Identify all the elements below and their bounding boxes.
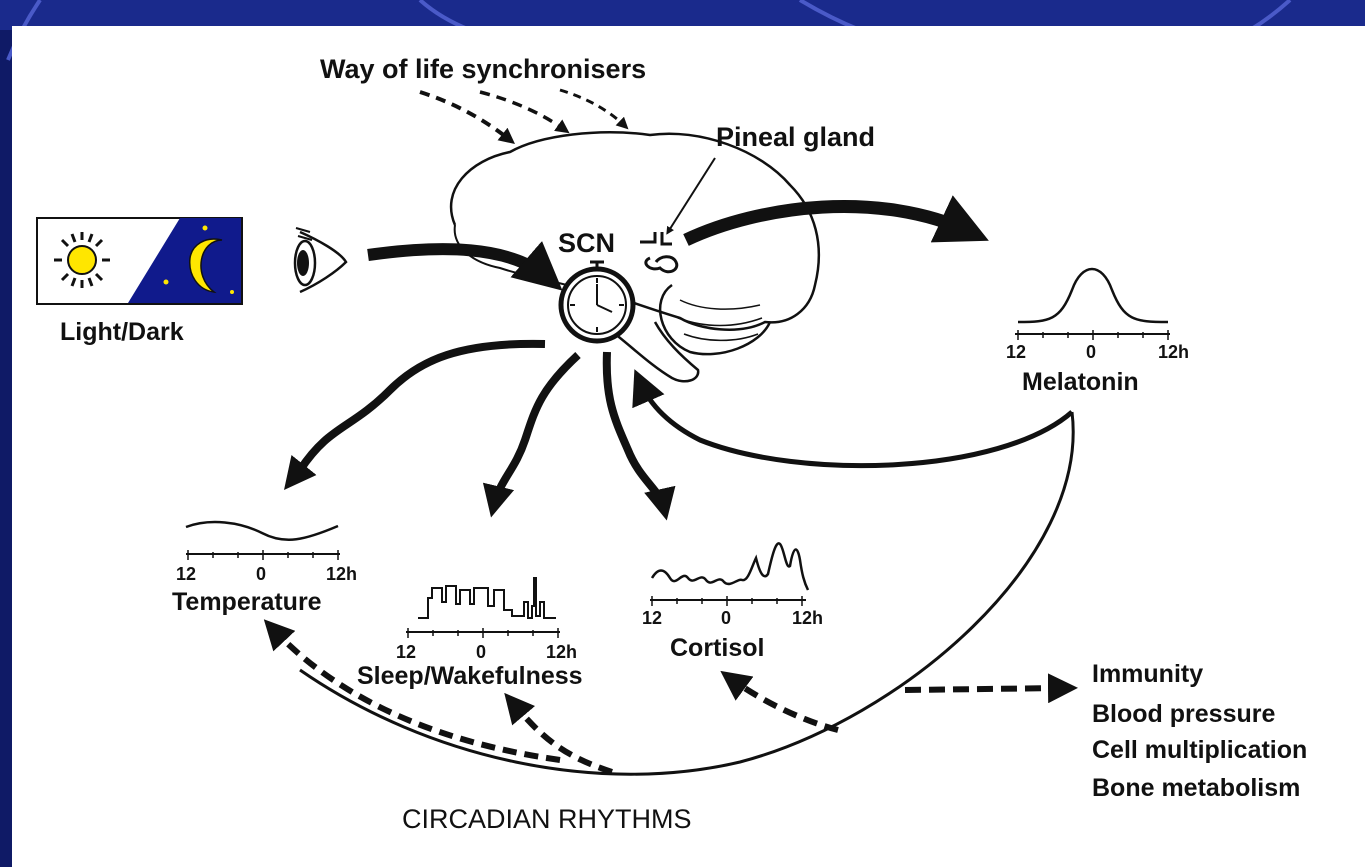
- melatonin-tick-left: 12: [1006, 342, 1026, 362]
- effect-item: Cell multiplication: [1092, 736, 1307, 764]
- temperature-label: Temperature: [172, 588, 322, 616]
- slide-top-band: [0, 0, 1365, 30]
- temperature-tick-mid: 0: [256, 564, 266, 584]
- light-dark-label: Light/Dark: [60, 318, 184, 346]
- melatonin-label: Melatonin: [1022, 368, 1139, 396]
- cortisol-label: Cortisol: [670, 634, 764, 662]
- effect-item: Blood pressure: [1092, 700, 1275, 728]
- effect-item: Bone metabolism: [1092, 774, 1300, 802]
- effect-item: Immunity: [1092, 660, 1203, 688]
- cortisol-tick-right: 12h: [792, 608, 823, 628]
- sleep-tick-mid: 0: [476, 642, 486, 662]
- melatonin-tick-mid: 0: [1086, 342, 1096, 362]
- cortisol-tick-left: 12: [642, 608, 662, 628]
- light-dark-icon: [37, 218, 242, 304]
- sleep-tick-right: 12h: [546, 642, 577, 662]
- sleep-tick-left: 12: [396, 642, 416, 662]
- cortisol-tick-mid: 0: [721, 608, 731, 628]
- way-of-life-label: Way of life synchronisers: [320, 54, 646, 84]
- sleep-wakefulness-label: Sleep/Wakefulness: [357, 662, 583, 690]
- melatonin-tick-right: 12h: [1158, 342, 1189, 362]
- temperature-tick-right: 12h: [326, 564, 357, 584]
- temperature-tick-left: 12: [176, 564, 196, 584]
- circadian-rhythms-title: CIRCADIAN RHYTHMS: [402, 804, 692, 834]
- pineal-gland-label: Pineal gland: [716, 122, 875, 152]
- scn-label: SCN: [558, 228, 615, 258]
